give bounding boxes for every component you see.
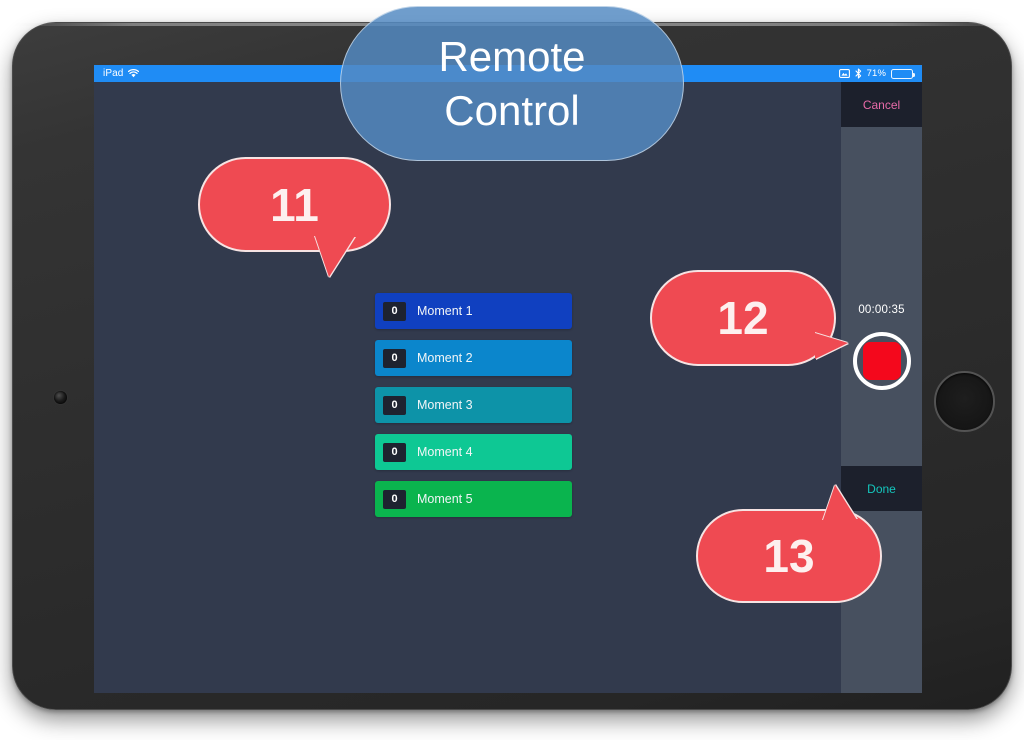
done-button[interactable]: Done xyxy=(841,466,922,511)
front-camera-icon xyxy=(54,391,67,404)
status-bar: iPad xyxy=(94,65,922,82)
bluetooth-icon xyxy=(855,68,862,79)
carrier-label: iPad xyxy=(103,68,124,79)
ipad-device-frame: iPad xyxy=(12,22,1012,710)
moment-count-badge: 0 xyxy=(383,442,406,462)
moment-count-badge: 0 xyxy=(383,395,406,415)
recording-timer: 00:00:35 xyxy=(858,304,905,316)
moment-row-5[interactable]: 0 Moment 5 xyxy=(375,481,572,517)
device-bezel-highlight xyxy=(13,23,1011,26)
done-button-label: Done xyxy=(867,481,896,496)
moment-row-3[interactable]: 0 Moment 3 xyxy=(375,387,572,423)
moment-label: Moment 4 xyxy=(417,445,473,459)
cancel-button-label: Cancel xyxy=(862,97,901,112)
moment-label: Moment 5 xyxy=(417,492,473,506)
battery-icon xyxy=(891,68,915,79)
moment-label: Moment 1 xyxy=(417,304,473,318)
moment-count-badge: 0 xyxy=(383,489,406,509)
battery-percent-label: 71% xyxy=(866,68,886,79)
moment-count-badge: 0 xyxy=(383,301,406,321)
home-button[interactable] xyxy=(934,371,995,432)
moment-row-4[interactable]: 0 Moment 4 xyxy=(375,434,572,470)
screen-mirroring-icon xyxy=(838,69,850,78)
ipad-screen: iPad xyxy=(94,65,922,693)
moments-list: 0 Moment 1 0 Moment 2 0 Moment 3 0 Momen… xyxy=(375,293,572,528)
recording-control-panel: Cancel 00:00:35 Done xyxy=(841,82,922,693)
record-stop-icon xyxy=(862,342,901,380)
status-bar-right: 71% xyxy=(838,68,915,79)
moment-label: Moment 3 xyxy=(417,398,473,412)
moment-count-badge: 0 xyxy=(383,348,406,368)
record-stop-button[interactable] xyxy=(852,332,911,390)
moment-label: Moment 2 xyxy=(417,351,473,365)
moment-row-2[interactable]: 0 Moment 2 xyxy=(375,340,572,376)
app-content-area: 0 Moment 1 0 Moment 2 0 Moment 3 0 Momen… xyxy=(94,82,922,693)
cancel-button[interactable]: Cancel xyxy=(841,82,922,127)
status-bar-left: iPad xyxy=(103,68,140,79)
wifi-icon xyxy=(128,69,140,78)
moment-row-1[interactable]: 0 Moment 1 xyxy=(375,293,572,329)
